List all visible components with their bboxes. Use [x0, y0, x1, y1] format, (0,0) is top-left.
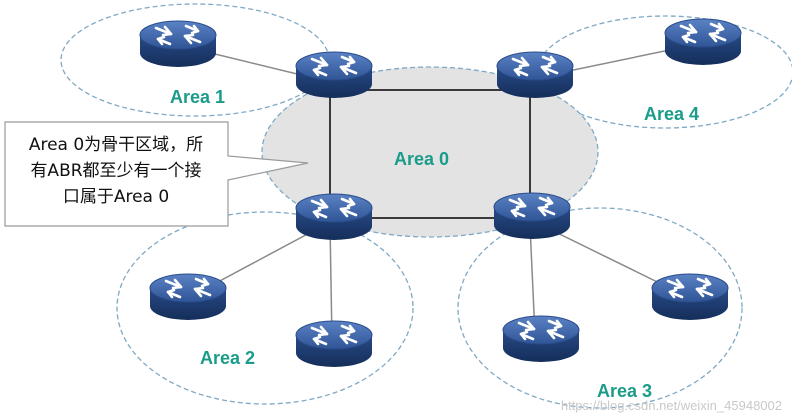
callout-line-3: 口属于Area 0: [62, 187, 170, 207]
area4-label: Area 4: [644, 104, 699, 124]
router-icon: [492, 191, 572, 241]
router-icon: [495, 50, 575, 100]
area0-label: Area 0: [394, 149, 449, 169]
callout-line-2: 有ABR都至少有一个接: [30, 161, 202, 181]
area2-boundary: [116, 211, 414, 405]
router-icon: [294, 319, 374, 369]
router-icon: [294, 192, 374, 242]
router-icon: [148, 272, 228, 322]
router-icon: [501, 314, 581, 364]
router-icon: [650, 272, 730, 322]
callout-box: [4, 121, 309, 227]
area1-label: Area 1: [170, 87, 225, 107]
router-icon: [663, 17, 743, 67]
area3-boundary: [457, 207, 743, 409]
router-icon: [138, 19, 218, 69]
callout-line-1: Area 0为骨干区域，所: [28, 135, 204, 155]
watermark: https://blog.csdn.net/weixin_45948002: [560, 398, 782, 413]
area3-label: Area 3: [597, 381, 652, 401]
area2-label: Area 2: [200, 348, 255, 368]
router-icon: [294, 50, 374, 100]
callout-text: Area 0为骨干区域，所 有ABR都至少有一个接 口属于Area 0: [10, 132, 222, 210]
